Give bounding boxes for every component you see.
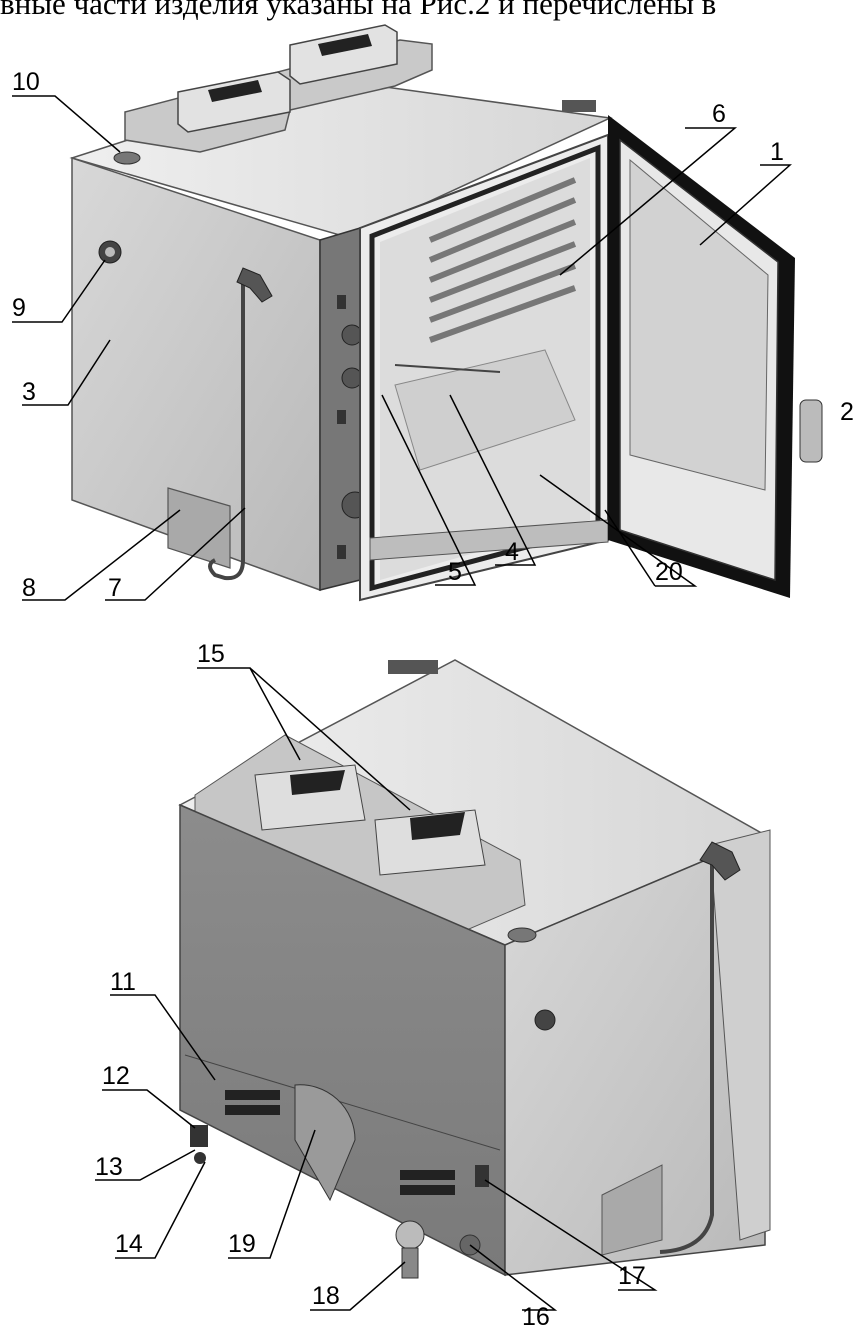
control-panel [319, 226, 361, 591]
callout-17: 17 [618, 1262, 646, 1290]
callout-13: 13 [95, 1153, 123, 1181]
callout-9: 9 [12, 294, 26, 322]
callout-12: 12 [102, 1062, 130, 1090]
callout-16: 16 [522, 1303, 550, 1330]
callout-1: 1 [770, 138, 784, 166]
callout-3: 3 [22, 378, 36, 406]
figure-caption-fragment: вные части изделия указаны на Рис.2 и пе… [0, 0, 717, 21]
leader-lines [12, 95, 792, 1311]
rear-terminal [190, 1125, 208, 1147]
rear-exhaust-box-2 [374, 809, 486, 876]
rear-exhaust-box-1 [254, 764, 366, 831]
callout-8: 8 [22, 574, 36, 602]
rear-hinge [388, 660, 438, 674]
top-hinge [562, 100, 596, 112]
callout-14: 14 [115, 1230, 143, 1258]
callout-15: 15 [197, 640, 225, 668]
callout-19: 19 [228, 1230, 256, 1258]
callout-20: 20 [655, 558, 683, 586]
exhaust-box-1 [177, 71, 291, 133]
oven-rear-view [178, 659, 771, 1279]
exhaust-box-2 [289, 24, 398, 85]
rear-hand-shower [659, 841, 741, 1254]
callout-6: 6 [712, 100, 726, 128]
callout-18: 18 [312, 1282, 340, 1310]
top-drain-valve [113, 151, 141, 165]
drip-tray [369, 519, 609, 561]
oven-door [608, 115, 823, 598]
callout-7: 7 [108, 574, 122, 602]
callout-10: 10 [12, 68, 40, 96]
callout-5: 5 [448, 558, 462, 586]
callout-4: 4 [505, 538, 519, 566]
callout-2: 2 [840, 398, 854, 426]
tray-racks [428, 177, 577, 343]
fan-cover [294, 1084, 356, 1202]
oven-front-view [69, 24, 823, 602]
door-handle [799, 399, 823, 463]
hand-shower [208, 267, 273, 581]
access-plate [167, 487, 231, 569]
callout-11: 11 [110, 968, 136, 996]
rear-switch [475, 1165, 489, 1187]
